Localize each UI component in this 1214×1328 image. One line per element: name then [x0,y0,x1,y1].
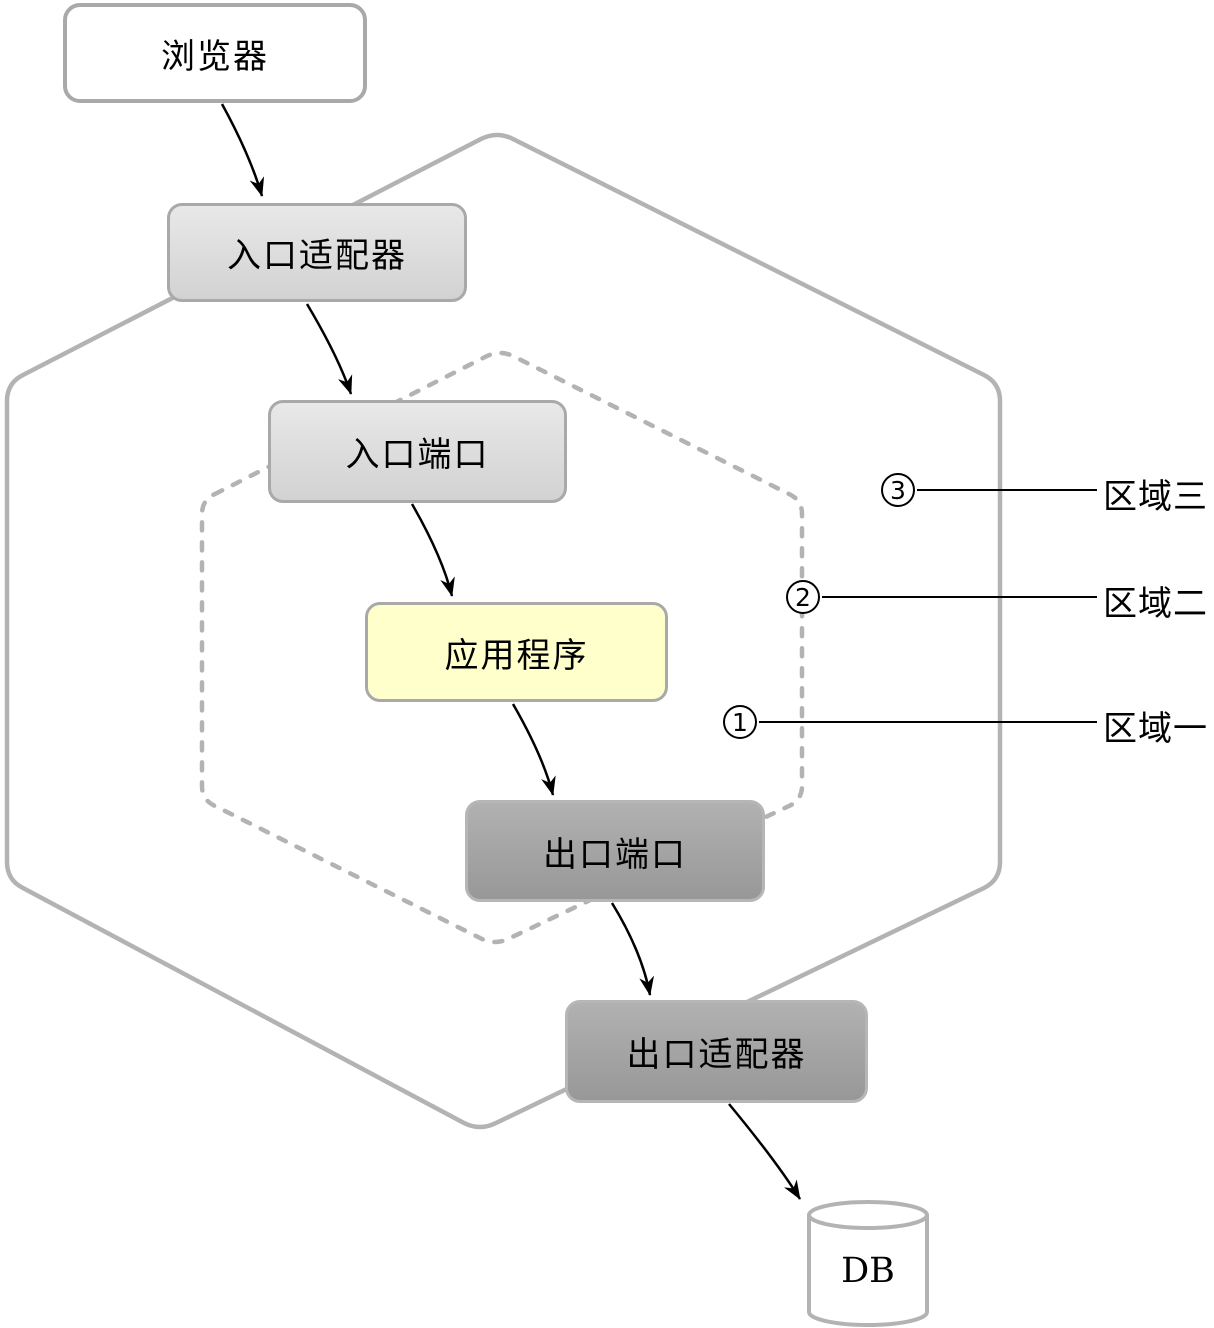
arrow-browser-to-inbound-adapter [220,103,265,197]
region-1-number: 1 [732,707,748,737]
arrow-outbound-adapter-to-database [728,1103,802,1200]
region-3-marker: 3 [881,473,915,507]
inbound-adapter-node: 入口适配器 [167,203,467,302]
inbound-port-label: 入口端口 [345,435,490,475]
application-node: 应用程序 [365,602,668,702]
region-1-label: 区域一 [1103,709,1208,749]
browser-label: 浏览器 [161,36,269,77]
database-label: DB [841,1251,895,1291]
inbound-port-node: 入口端口 [268,400,567,503]
region-3-label: 区域三 [1103,477,1208,517]
browser-node: 浏览器 [63,3,367,103]
arrow-inbound-adapter-to-inbound-port [305,303,353,395]
outbound-port-node: 出口端口 [465,800,765,902]
application-label: 应用程序 [444,635,589,676]
region-2-label: 区域二 [1103,584,1208,624]
arrow-outbound-port-to-outbound-adapter [610,902,655,996]
region-1-marker: 1 [723,705,757,739]
outbound-adapter-label: 出口适配器 [626,1035,807,1075]
region-2-number: 2 [795,582,811,612]
inbound-adapter-label: 入口适配器 [227,236,407,276]
region-3-number: 3 [890,475,906,505]
arrow-application-to-outbound-port [511,703,556,796]
arrow-inbound-port-to-application [410,503,455,597]
outbound-adapter-node: 出口适配器 [565,1000,868,1103]
region-2-marker: 2 [786,580,820,614]
outbound-port-label: 出口端口 [543,834,687,875]
